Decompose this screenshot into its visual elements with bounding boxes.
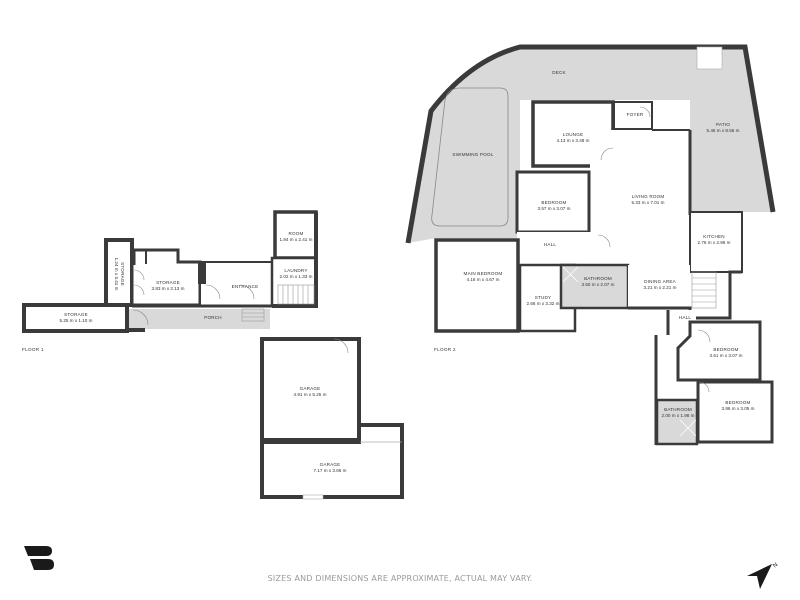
room-dims: 4.13 m x 3.48 m: [556, 138, 590, 143]
storage-room-vertical: [104, 238, 134, 307]
room-label-living-room: LIVING ROOM 5.33 m x 7.01 m: [632, 194, 665, 206]
kitchen: [689, 211, 743, 273]
deck-patio-area: [408, 47, 773, 243]
room-label-main-bedroom: MAIN BEDROOM 4.16 m x 4.67 m: [464, 271, 503, 283]
room-name: PORCH: [204, 315, 222, 320]
bedroom-upper: [515, 170, 591, 234]
room-dims: 2.00 m x 1.98 m: [661, 413, 695, 418]
laundry-room: [270, 256, 318, 308]
room-label-laundry: LAUNDRY 2.02 m x 1.33 m: [280, 268, 313, 280]
garage-1: [260, 337, 361, 442]
floor-1-label: FLOOR 1: [22, 347, 44, 352]
room-label-bedroom-lower-2: BEDROOM 3.86 m x 3.05 m: [722, 400, 755, 412]
room-label-storage-main: STORAGE 3.83 m x 2.13 m: [152, 280, 185, 292]
room-dims: 3.57 m x 3.07 m: [537, 206, 571, 211]
room-label-patio: PATIO 5.45 m x 8.55 m: [707, 122, 740, 134]
room-dims: 2.76 m x 2.96 m: [697, 240, 731, 245]
room-name: HALL: [678, 315, 692, 320]
hall-upper: [517, 232, 612, 262]
room-name: FOYER: [626, 112, 644, 117]
room-label-deck: DECK: [552, 70, 566, 76]
room-label-porch: PORCH: [204, 315, 222, 321]
garage-2: [260, 423, 404, 499]
room-dims: 3.51 m x 3.07 m: [709, 353, 743, 358]
room-name: DECK: [552, 70, 566, 75]
room-name: BATHROOM: [584, 276, 612, 281]
main-bedroom: [434, 238, 520, 333]
disclaimer-text: SIZES AND DIMENSIONS ARE APPROXIMATE, AC…: [267, 574, 533, 583]
room-label-entrance: ENTRANCE: [232, 284, 259, 290]
bathroom-lower: [655, 398, 699, 446]
room-name: STUDY: [534, 295, 552, 300]
room-label-hall-upper: HALL: [544, 242, 556, 248]
room-name: DINING AREA: [644, 279, 676, 284]
room-dims: 4.16 m x 4.67 m: [466, 277, 500, 282]
room-name: BEDROOM: [713, 347, 739, 352]
room-name: BATHROOM: [664, 407, 692, 412]
floor1-plan: [22, 210, 404, 500]
room-name: ROOM: [288, 231, 304, 236]
room-name: PATIO: [715, 122, 731, 127]
room-dims: 2.02 m x 1.33 m: [279, 274, 313, 279]
room-name: GARAGE: [299, 386, 321, 391]
swimming-pool: [431, 87, 509, 227]
room-label-bedroom-upper: BEDROOM 3.57 m x 3.07 m: [538, 200, 571, 212]
room-dims: 1.24 m x 3.41 m: [114, 257, 119, 291]
room-dims: 5.45 m x 8.55 m: [706, 128, 740, 133]
room-name: KITCHEN: [703, 234, 725, 239]
room-dims: 3.86 m x 3.05 m: [721, 406, 755, 411]
dining-area: [628, 265, 690, 308]
room-name: LIVING ROOM: [631, 194, 665, 199]
compass-n-label: N: [772, 562, 779, 569]
bedroom-lower-2: [696, 380, 774, 444]
room-name: STORAGE: [64, 312, 88, 317]
porch-area: [128, 309, 270, 329]
room-dims: 3.50 m x 2.07 m: [581, 282, 615, 287]
room-name: SWIMMING POOL: [452, 152, 494, 157]
floor-2-label: FLOOR 2: [434, 347, 456, 352]
room-label-foyer: FOYER: [627, 112, 644, 118]
room-name: STORAGE: [120, 262, 125, 286]
room-dims: 1.84 m x 2.41 m: [279, 237, 313, 242]
room-dims: 3.21 m x 2.21 m: [643, 285, 677, 290]
room-label-storage-vertical: STORAGE 1.24 m x 3.41 m: [113, 258, 125, 291]
room-label-swimming-pool: SWIMMING POOL: [452, 152, 493, 158]
room-name: BEDROOM: [725, 400, 751, 405]
room-label-bedroom-lower-1: BEDROOM 3.51 m x 3.07 m: [710, 347, 743, 359]
room-label-storage-bottom: STORAGE 5.25 m x 1.10 m: [60, 312, 93, 324]
room-name: LAUNDRY: [284, 268, 308, 273]
room-label-dining-area: DINING AREA 3.21 m x 2.21 m: [644, 279, 677, 291]
room-dims: 4.91 m x 5.25 m: [293, 392, 327, 397]
room-label-kitchen: KITCHEN 2.76 m x 2.96 m: [698, 234, 731, 246]
room-dims: 7.17 m x 3.66 m: [313, 468, 347, 473]
room-name: GARAGE: [319, 462, 341, 467]
foyer: [613, 101, 653, 130]
room-name: ENTRANCE: [231, 284, 259, 289]
room-label-study: STUDY 2.66 m x 3.32 m: [527, 295, 560, 307]
room-label-garage-1: GARAGE 4.91 m x 5.25 m: [294, 386, 327, 398]
room-label-bathroom-main: BATHROOM 3.50 m x 2.07 m: [582, 276, 615, 288]
room-dims: 2.66 m x 3.32 m: [526, 301, 560, 306]
north-arrow-icon: N: [745, 560, 781, 595]
storage-room-bottom: [22, 303, 129, 333]
room-label-room: ROOM 1.84 m x 2.41 m: [280, 231, 313, 243]
room-label-lounge: LOUNGE 4.13 m x 3.48 m: [557, 132, 590, 144]
room-label-bathroom-lower: BATHROOM 2.00 m x 1.98 m: [662, 407, 695, 419]
room-name: LOUNGE: [562, 132, 584, 137]
room-dims: 5.25 m x 1.10 m: [59, 318, 93, 323]
brand-logo-icon: [22, 545, 58, 576]
room-name: STORAGE: [156, 280, 180, 285]
room-name: HALL: [543, 242, 557, 247]
room-name: MAIN BEDROOM: [463, 271, 503, 276]
room-name: BEDROOM: [541, 200, 567, 205]
floor2-plan: [405, 44, 776, 446]
room-dims: 3.83 m x 2.13 m: [151, 286, 185, 291]
room-dims: 5.33 m x 7.01 m: [631, 200, 665, 205]
room-label-garage-2: GARAGE 7.17 m x 3.66 m: [314, 462, 347, 474]
room-label-hall-lower: HALL: [679, 315, 691, 321]
bedroom-lower-1: [676, 320, 762, 382]
storage-room-main: [130, 248, 202, 307]
